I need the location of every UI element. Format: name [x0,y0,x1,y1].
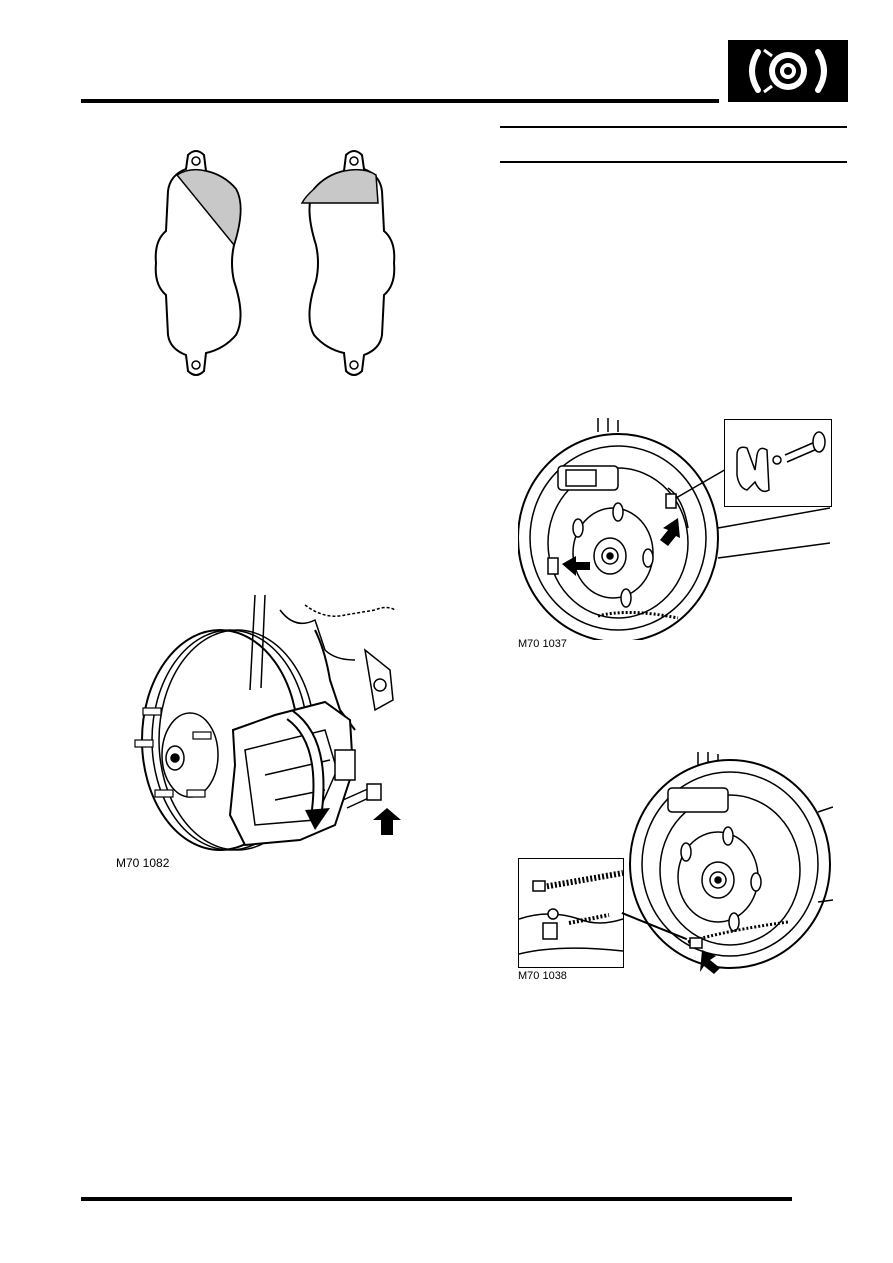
rear-drum-clips-caption: M70 1037 [518,638,567,650]
brake-disc-icon [749,48,827,94]
heading-rule-bottom [500,161,847,163]
header-rule [81,99,719,103]
brake-pads-diagram [150,145,400,385]
cable-detail-inset [518,858,624,968]
rear-drum-clips-illustration [518,418,830,640]
right-pad-wear-zone [300,168,379,204]
heading-rule-top [500,126,847,128]
footer-rule [81,1197,792,1201]
front-caliper-illustration [125,590,410,858]
rear-drum-cable-caption: M70 1038 [518,970,567,982]
left-pad-wear-zone [175,168,242,247]
front-caliper-caption: M70 1082 [116,856,170,870]
clip-detail-inset [724,419,832,507]
rear-drum-cable-illustration [618,752,833,974]
section-tab [728,40,848,102]
